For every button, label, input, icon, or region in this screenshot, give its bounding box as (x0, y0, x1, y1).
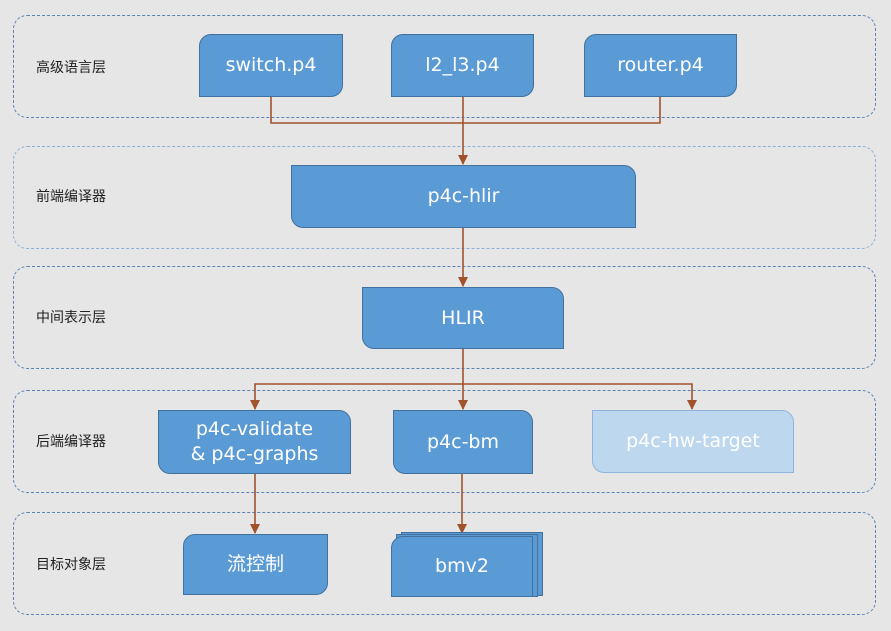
box-switch-p4: switch.p4 (199, 34, 343, 97)
box-l2-l3-p4: l2_l3.p4 (391, 34, 534, 97)
layer-label-backend-compiler: 后端编译器 (36, 434, 106, 450)
layer-label-high-level-language: 高级语言层 (36, 60, 106, 76)
box-p4c-hw-target: p4c-hw-target (592, 410, 794, 473)
layer-label-frontend-compiler: 前端编译器 (36, 189, 106, 205)
connector-hlir-to-p4c-hw-target (463, 383, 697, 410)
layer-label-target-object: 目标对象层 (36, 557, 106, 573)
box-flow-control: 流控制 (183, 534, 328, 595)
box-bmv2: bmv2 (391, 536, 533, 597)
layer-high-level-language (13, 15, 876, 118)
box-p4c-hlir: p4c-hlir (291, 165, 636, 228)
box-p4c-validate-line2: & p4c-graphs (190, 443, 319, 465)
connector-sources-merge (270, 97, 661, 124)
connector-hlir-to-p4c-validate (250, 383, 463, 410)
layer-backend-compiler (13, 390, 876, 493)
box-router-p4: router.p4 (584, 34, 737, 97)
layer-label-intermediate-representation: 中间表示层 (36, 310, 106, 326)
layer-intermediate-representation (13, 266, 876, 369)
layer-frontend-compiler (13, 146, 876, 249)
box-p4c-validate-line1: p4c-validate (195, 418, 314, 440)
box-p4c-validate: p4c-validate & p4c-graphs (158, 410, 351, 474)
box-hlir: HLIR (362, 287, 564, 349)
box-p4c-bm: p4c-bm (393, 410, 533, 474)
layer-target-object (13, 512, 876, 615)
